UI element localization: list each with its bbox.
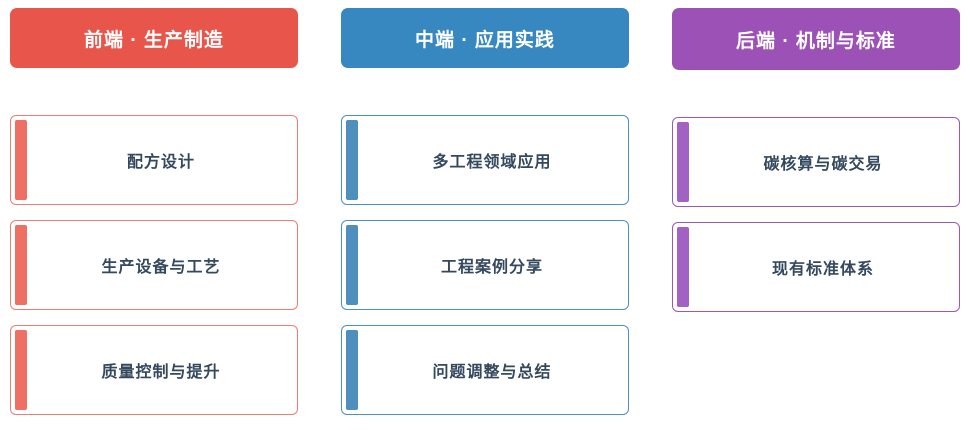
card-label: 碳核算与碳交易: [763, 156, 883, 173]
card-label: 工程案例分享: [440, 259, 543, 276]
column-mid-end: 中端 · 应用实践多工程领域应用工程案例分享问题调整与总结: [341, 8, 629, 430]
card-label: 生产设备与工艺: [101, 259, 221, 276]
card-list-back-end: 碳核算与碳交易现有标准体系: [672, 117, 960, 327]
card[interactable]: 碳核算与碳交易: [672, 117, 960, 207]
card[interactable]: 现有标准体系: [672, 222, 960, 312]
card-label: 配方设计: [126, 154, 195, 171]
card-label: 质量控制与提升: [101, 364, 221, 381]
column-header-mid-end[interactable]: 中端 · 应用实践: [341, 8, 629, 68]
card-label: 问题调整与总结: [432, 364, 552, 381]
card-accent-bar: [15, 330, 27, 410]
column-back-end: 后端 · 机制与标准碳核算与碳交易现有标准体系: [672, 8, 960, 430]
column-header-back-end[interactable]: 后端 · 机制与标准: [672, 8, 960, 70]
card-list-front-end: 配方设计生产设备与工艺质量控制与提升: [10, 115, 298, 430]
card-accent-bar: [346, 330, 358, 410]
card-label: 现有标准体系: [771, 261, 874, 278]
card-list-mid-end: 多工程领域应用工程案例分享问题调整与总结: [341, 115, 629, 430]
card[interactable]: 质量控制与提升: [10, 325, 298, 415]
card[interactable]: 生产设备与工艺: [10, 220, 298, 310]
card[interactable]: 配方设计: [10, 115, 298, 205]
card-label: 多工程领域应用: [432, 154, 552, 171]
card[interactable]: 问题调整与总结: [341, 325, 629, 415]
card-accent-bar: [346, 225, 358, 305]
card-accent-bar: [15, 225, 27, 305]
card-accent-bar: [346, 120, 358, 200]
column-header-front-end[interactable]: 前端 · 生产制造: [10, 8, 298, 68]
card-accent-bar: [677, 122, 689, 202]
card-accent-bar: [15, 120, 27, 200]
card[interactable]: 多工程领域应用: [341, 115, 629, 205]
card[interactable]: 工程案例分享: [341, 220, 629, 310]
column-front-end: 前端 · 生产制造配方设计生产设备与工艺质量控制与提升: [10, 8, 298, 430]
card-accent-bar: [677, 227, 689, 307]
